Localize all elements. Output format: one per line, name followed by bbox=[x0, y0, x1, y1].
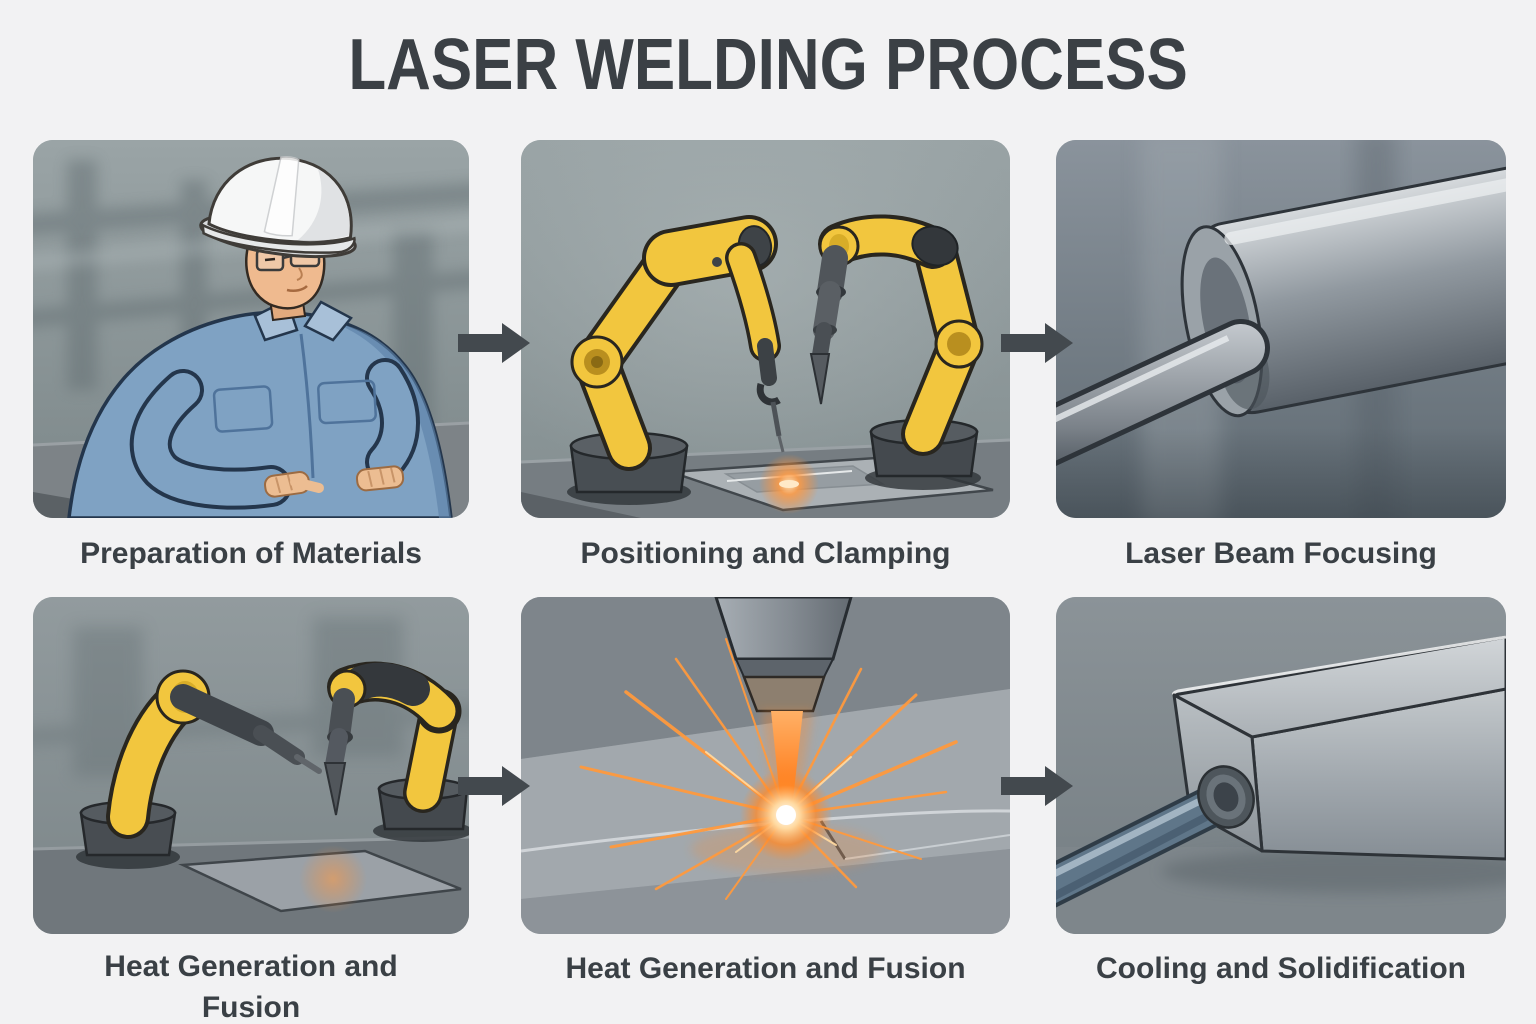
step-1-caption: Preparation of Materials bbox=[80, 537, 422, 570]
step-2-caption: Positioning and Clamping bbox=[580, 537, 951, 570]
step-5-caption: Heat Generation and Fusion bbox=[565, 952, 966, 985]
right-arrow-icon bbox=[1001, 323, 1073, 363]
step-2-illustration bbox=[521, 140, 1010, 518]
step-5-illustration bbox=[521, 597, 1010, 934]
laser-beam-sparks-image bbox=[521, 597, 1010, 934]
step-6-caption: Cooling and Solidification bbox=[1096, 952, 1466, 985]
laser-focusing-cylinder-image bbox=[1056, 140, 1506, 518]
right-arrow-icon bbox=[1001, 766, 1073, 806]
step-4-illustration bbox=[33, 597, 469, 934]
step-3-illustration bbox=[1056, 140, 1506, 518]
step-4-caption: Heat Generation and Fusion bbox=[104, 950, 398, 1024]
cooled-weld-housing-image bbox=[1056, 597, 1506, 934]
robot-arms-positioning-image bbox=[521, 140, 1010, 518]
right-arrow-icon bbox=[458, 766, 530, 806]
step-1-illustration bbox=[33, 140, 469, 518]
step-6-illustration bbox=[1056, 597, 1506, 934]
page-title: LASER WELDING PROCESS bbox=[348, 25, 1188, 105]
right-arrow-icon bbox=[458, 323, 530, 363]
robot-arms-heating-image bbox=[33, 597, 469, 934]
step-3-caption: Laser Beam Focusing bbox=[1125, 537, 1437, 570]
worker-preparing-metal-plates-image bbox=[33, 140, 469, 518]
